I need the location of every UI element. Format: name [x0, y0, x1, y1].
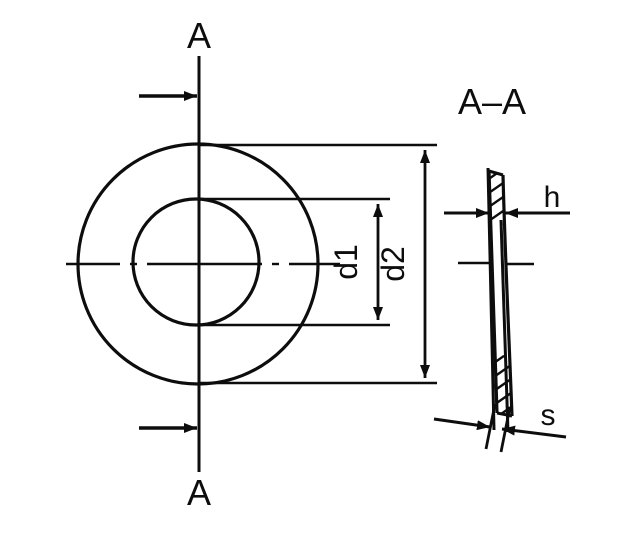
- dimension-s: s: [433, 399, 567, 453]
- section-cap-top: [488, 169, 504, 177]
- dimension-h: h: [444, 181, 570, 218]
- d2-label: d2: [375, 246, 411, 282]
- d1-label: d1: [328, 244, 364, 280]
- section-hatching-top: [489, 171, 505, 225]
- s-extension-left: [484, 403, 497, 450]
- section-view-title: A–A: [458, 81, 526, 122]
- section-view-a-a: A–A: [458, 81, 534, 433]
- section-label-top: A: [187, 15, 211, 56]
- s-leader-left: [433, 417, 491, 431]
- s-leader-right: [501, 425, 567, 439]
- dimension-d2: d2: [198, 143, 437, 385]
- h-label: h: [544, 181, 561, 214]
- section-hatching-bottom: [495, 352, 512, 416]
- front-view: A A: [66, 15, 340, 513]
- inner-circle-d1: [131, 197, 261, 327]
- dimension-d1: d1: [196, 197, 390, 327]
- section-datum-right: [499, 219, 510, 433]
- s-label: s: [541, 399, 556, 432]
- section-label-bottom: A: [187, 472, 211, 513]
- section-edge-right: [501, 174, 514, 417]
